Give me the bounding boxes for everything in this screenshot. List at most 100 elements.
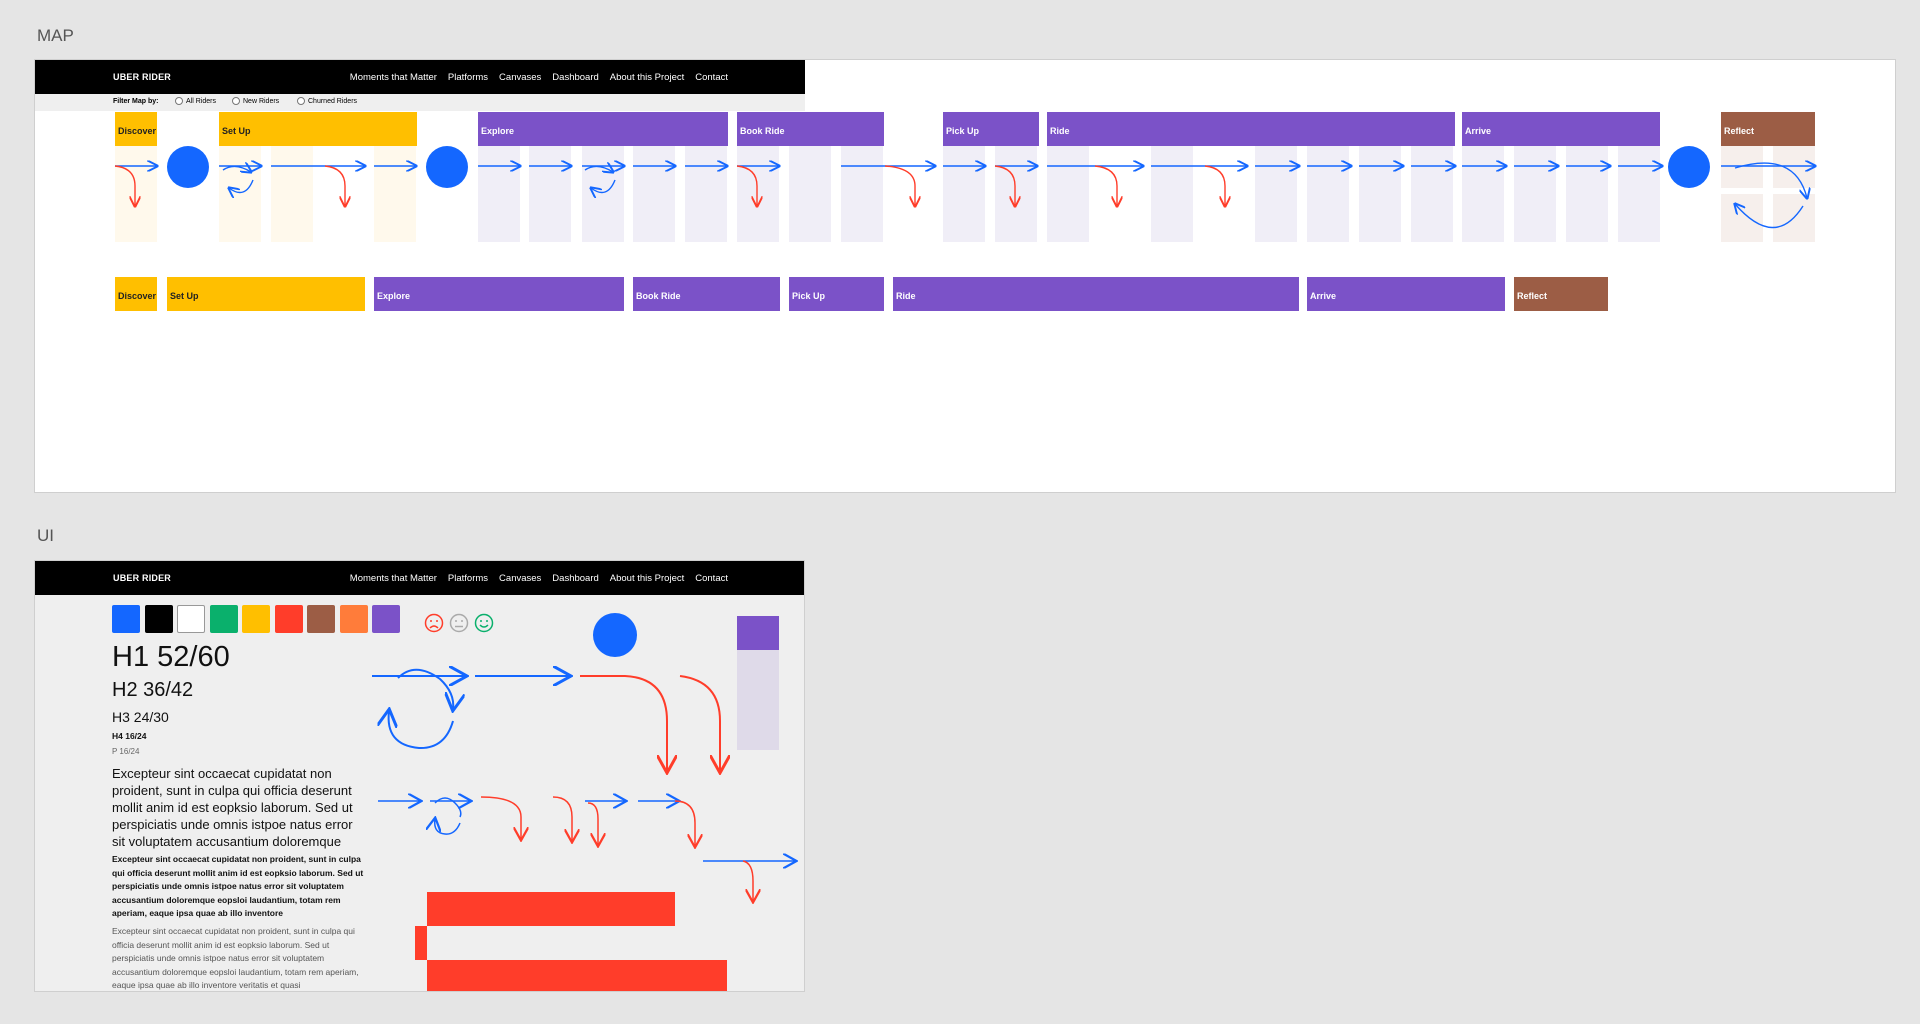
exit-arrow-icon — [324, 165, 345, 206]
exit-arrow-icon — [884, 165, 915, 206]
exit-arrow-icon — [994, 165, 1015, 206]
filter-label: Filter Map by: — [113, 98, 159, 105]
nav-dashboard[interactable]: Dashboard — [552, 573, 599, 584]
loop-arrow-icon — [1735, 204, 1804, 229]
brand-logo[interactable]: UBER RIDER — [113, 573, 172, 583]
loop-arrow-icon — [584, 166, 613, 172]
color-swatch[interactable] — [177, 605, 205, 633]
stage-header-component — [737, 616, 779, 650]
h2-sample: H2 36/42 — [112, 679, 194, 701]
filter-option-new-riders[interactable]: New Riders — [232, 97, 279, 105]
nav-about[interactable]: About this Project — [609, 72, 685, 83]
stage-book-ride-legend[interactable]: Book Ride — [633, 277, 780, 311]
moment-circle[interactable] — [426, 146, 468, 188]
nav-canvases[interactable]: Canvases — [499, 72, 542, 83]
map-frame: UBER RIDER Moments that Matter Platforms… — [34, 59, 1896, 493]
moment-column[interactable] — [271, 146, 313, 242]
stage-reflect-legend[interactable]: Reflect — [1514, 277, 1608, 311]
stage-arrive-legend[interactable]: Arrive — [1307, 277, 1505, 311]
red-bar-component — [427, 892, 675, 926]
stage-discover-legend[interactable]: Discover — [115, 277, 157, 311]
h4-sample: H4 16/24 — [112, 731, 147, 741]
ui-kit-frame: UBER RIDER Moments that Matter Platforms… — [34, 560, 805, 992]
stage-discover[interactable]: Discover — [115, 112, 157, 146]
radio-icon[interactable] — [232, 97, 240, 105]
color-swatch[interactable] — [209, 605, 238, 633]
happy-face-icon — [474, 613, 494, 633]
stage-pick-up-legend[interactable]: Pick Up — [789, 277, 884, 311]
filter-option-label: Churned Riders — [308, 97, 358, 105]
nav-moments-that-matter[interactable]: Moments that Matter — [349, 72, 437, 83]
stage-ride-legend[interactable]: Ride — [893, 277, 1299, 311]
exit-arrow-icon — [1204, 165, 1225, 206]
filter-option-label: New Riders — [243, 97, 280, 105]
sentiment-icons — [424, 613, 494, 633]
stage-explore[interactable]: Explore — [478, 112, 728, 146]
loop-arrow-icon — [1734, 162, 1807, 198]
moment-column[interactable] — [789, 146, 831, 242]
color-swatch[interactable] — [307, 605, 335, 633]
exit-arrow-icon — [742, 860, 753, 901]
nav-contact[interactable]: Contact — [695, 72, 728, 83]
exit-arrow-icon — [679, 675, 720, 771]
loop-arrow-icon — [434, 797, 462, 818]
nav-moments-that-matter[interactable]: Moments that Matter — [349, 573, 437, 584]
color-swatch[interactable] — [339, 605, 368, 633]
exit-arrow-icon — [587, 802, 598, 845]
loop-arrow-icon — [389, 711, 454, 750]
filter-option-all-riders[interactable]: All Riders — [175, 97, 216, 105]
exit-arrow-icon — [480, 796, 521, 839]
stage-explore-legend[interactable]: Explore — [374, 277, 624, 311]
stage-reflect[interactable]: Reflect — [1721, 112, 1815, 146]
neutral-face-icon — [449, 613, 469, 633]
color-swatch[interactable] — [274, 605, 303, 633]
loop-arrow-icon — [435, 819, 461, 835]
p-sample: P 16/24 — [112, 747, 140, 756]
stage-set-up[interactable]: Set Up — [219, 112, 417, 146]
bold-small-paragraph: Excepteur sint occaecat cupidatat non pr… — [112, 854, 364, 918]
filter-option-churned-riders[interactable]: Churned Riders — [297, 97, 357, 105]
stage-set-up-legend[interactable]: Set Up — [167, 277, 365, 311]
red-bar-component — [427, 960, 727, 991]
arrow-components — [372, 561, 805, 992]
nav-dashboard[interactable]: Dashboard — [552, 72, 599, 83]
exit-arrow-icon — [674, 800, 695, 846]
color-swatch[interactable] — [372, 605, 400, 633]
exit-arrow-icon — [552, 796, 572, 841]
radio-icon[interactable] — [175, 97, 183, 105]
color-swatch[interactable] — [144, 605, 173, 633]
nav-about[interactable]: About this Project — [609, 573, 685, 584]
main-nav: Moments that Matter Platforms Canvases D… — [350, 72, 728, 83]
nav-contact[interactable]: Contact — [695, 573, 728, 584]
loop-arrow-icon — [229, 179, 254, 193]
body-small-paragraph: Excepteur sint occaecat cupidatat non pr… — [112, 926, 359, 990]
color-swatch[interactable] — [112, 605, 140, 633]
h1-sample: H1 52/60 — [112, 641, 230, 673]
main-nav: Moments that Matter Platforms Canvases D… — [350, 573, 728, 584]
stage-ride[interactable]: Ride — [1047, 112, 1455, 146]
stage-column-component — [737, 650, 779, 750]
color-swatch[interactable] — [242, 605, 270, 633]
stage-book-ride[interactable]: Book Ride — [737, 112, 884, 146]
radio-icon[interactable] — [297, 97, 305, 105]
ui-section-label: UI — [37, 526, 54, 545]
moment-circle[interactable] — [1668, 146, 1710, 188]
moment-column[interactable] — [1151, 146, 1193, 242]
exit-arrow-icon — [736, 165, 757, 206]
nav-platforms[interactable]: Platforms — [447, 72, 489, 83]
sad-face-icon — [424, 613, 444, 633]
stage-arrive[interactable]: Arrive — [1462, 112, 1660, 146]
moment-circle[interactable] — [167, 146, 209, 188]
top-navbar: UBER RIDER Moments that Matter Platforms… — [35, 561, 804, 595]
moment-column[interactable] — [1721, 146, 1763, 242]
filter-option-label: All Riders — [186, 97, 216, 105]
moment-column[interactable] — [841, 146, 883, 242]
exit-arrow-icon — [580, 675, 667, 771]
loop-arrow-icon — [591, 179, 616, 193]
nav-platforms[interactable]: Platforms — [447, 573, 489, 584]
stage-pick-up[interactable]: Pick Up — [943, 112, 1039, 146]
moment-column[interactable] — [1047, 146, 1089, 242]
brand-logo[interactable]: UBER RIDER — [113, 72, 172, 82]
map-section-label: MAP — [37, 26, 74, 45]
nav-canvases[interactable]: Canvases — [499, 573, 542, 584]
